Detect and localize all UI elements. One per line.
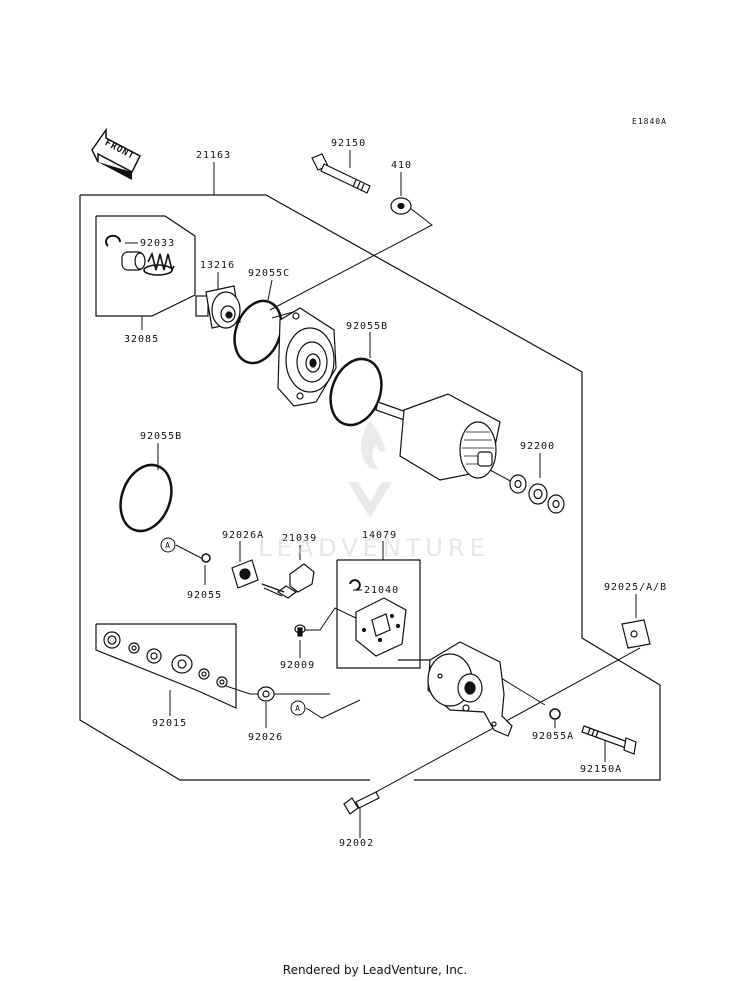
terminal-21039-icon: [261, 563, 315, 599]
o-ring-92055a-icon: [549, 708, 561, 720]
washer-410-icon: [390, 197, 412, 215]
label-92200: 92200: [520, 441, 555, 452]
label-21039: 21039: [282, 533, 317, 544]
front-arrow-icon: FRONT: [91, 127, 141, 180]
brush-plate-box: [336, 559, 421, 669]
label-21040: 21040: [364, 585, 399, 596]
o-ring-92055b-top-icon: [329, 357, 383, 427]
o-ring-92055c-icon: [233, 299, 283, 365]
label-92055: 92055: [187, 590, 222, 601]
sleeve-icon: [121, 251, 146, 271]
washer-kit-92015-icon: [103, 631, 228, 688]
watermark-text: LEADVENTURE: [258, 534, 490, 562]
label-32085: 32085: [124, 334, 159, 345]
assembly-outline: [79, 194, 661, 781]
insulator-92026a-icon: [231, 559, 259, 589]
label-92150a: 92150A: [580, 764, 622, 775]
part-labels: 21163 92150 410 92033 13216 92055C 32085…: [124, 138, 667, 849]
label-92009: 92009: [280, 660, 315, 671]
screw-92009-icon: [294, 624, 306, 637]
callout-a-left: A: [160, 537, 176, 553]
watermark-logo: LEADVENTURE: [258, 420, 490, 562]
label-92055b-left: 92055B: [140, 431, 182, 442]
label-92055a: 92055A: [532, 731, 574, 742]
label-92055b-top: 92055B: [346, 321, 388, 332]
reference-code: E1840A: [632, 117, 667, 126]
label-92150: 92150: [331, 138, 366, 149]
spring-icon: [143, 251, 175, 276]
armature-yoke-icon: [375, 393, 501, 481]
label-92002: 92002: [339, 838, 374, 849]
label-92025ab: 92025/A/B: [604, 582, 667, 593]
svg-text:A: A: [165, 541, 171, 550]
callout-a-bottom: A: [290, 700, 306, 716]
clip-92033-icon: [105, 234, 122, 247]
washer-92055-icon: [201, 553, 211, 563]
bolt-92150-icon: [311, 153, 371, 194]
label-92026: 92026: [248, 732, 283, 743]
leader-lines: [125, 150, 641, 838]
footer-credit: Rendered by LeadVenture, Inc.: [282, 963, 468, 977]
svg-text:A: A: [295, 704, 301, 713]
label-92033: 92033: [140, 238, 175, 249]
label-92015: 92015: [152, 718, 187, 729]
label-92055c: 92055C: [248, 268, 290, 279]
o-ring-92055b-left-icon: [119, 463, 173, 533]
label-92026a: 92026A: [222, 530, 264, 541]
bolt-92150a-icon: [581, 725, 637, 755]
spring-21040-icon: [349, 579, 361, 591]
washer-92026-icon: [257, 686, 275, 702]
pinion-13216-icon: [195, 285, 241, 329]
label-14079: 14079: [362, 530, 397, 541]
label-410: 410: [391, 160, 412, 171]
pinion-kit-box: [95, 215, 196, 317]
bolt-92002-icon: [343, 791, 380, 815]
label-21163: 21163: [196, 150, 231, 161]
front-cover-icon: [277, 307, 337, 407]
brush-plate-14079-icon: [355, 597, 407, 657]
washer-set-92200-icon: [509, 474, 565, 514]
rear-cover-icon: [427, 641, 513, 737]
label-13216: 13216: [200, 260, 235, 271]
washer-kit-box: [95, 623, 237, 709]
plate-92025-icon: [621, 619, 651, 649]
